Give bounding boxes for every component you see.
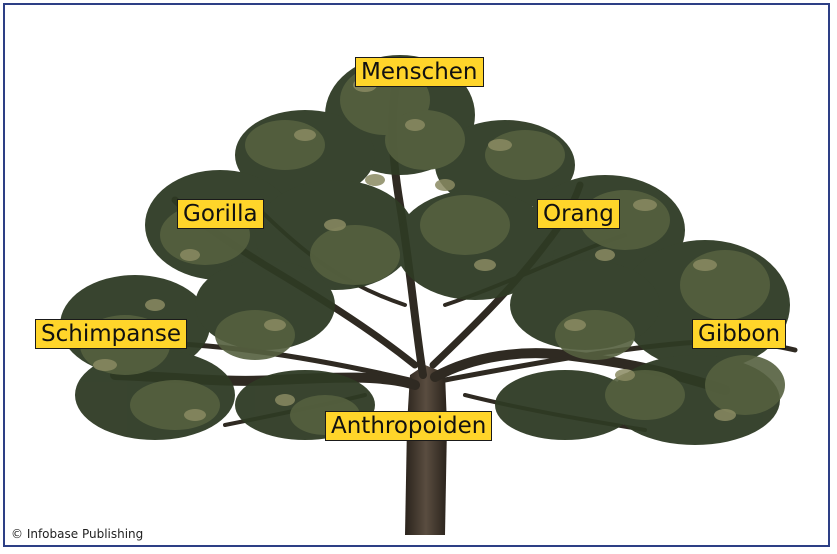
diagram-frame: Menschen Gorilla Orang Schimpanse Gibbon… xyxy=(3,3,830,547)
label-schimpanse: Schimpanse xyxy=(35,319,187,349)
copyright-credit: © Infobase Publishing xyxy=(11,527,143,541)
label-gibbon: Gibbon xyxy=(692,319,786,349)
label-orang: Orang xyxy=(537,199,620,229)
label-anthropoiden: Anthropoiden xyxy=(325,411,492,441)
label-gorilla: Gorilla xyxy=(177,199,264,229)
label-menschen: Menschen xyxy=(355,57,484,87)
